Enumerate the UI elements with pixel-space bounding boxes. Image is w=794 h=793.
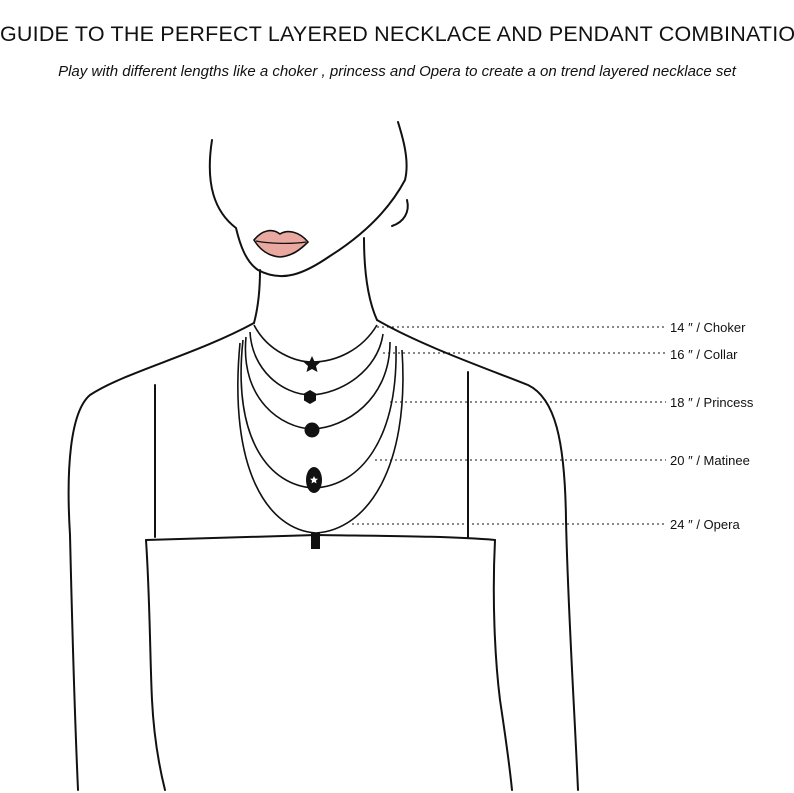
page-subtitle: Play with different lengths like a choke… (58, 63, 736, 80)
label-princess: 18 ″ / Princess (670, 395, 754, 410)
label-opera: 24 ″ / Opera (670, 517, 740, 532)
necklace-opera-chain (237, 342, 404, 534)
shoulder-right (376, 319, 579, 791)
star-pendant (303, 356, 321, 372)
ear-outline (391, 199, 409, 227)
lips (253, 229, 310, 258)
neck-right (363, 237, 378, 321)
shoulder-left (67, 322, 255, 791)
necklace-princess-chain (244, 336, 391, 430)
bar-pendant (311, 533, 320, 549)
body-left (145, 539, 166, 791)
face-outline (208, 121, 408, 278)
label-matinee: 20 ″ / Matinee (670, 453, 750, 468)
disc-pendant (304, 422, 320, 438)
label-collar: 16 ″ / Collar (670, 347, 738, 362)
label-choker: 14 ″ / Choker (670, 320, 746, 335)
necklace-choker-chain (253, 324, 378, 363)
dress-neckline (145, 534, 496, 541)
oval-pendant-star (310, 476, 318, 484)
neck-left (253, 269, 261, 324)
page-title: GUIDE TO THE PERFECT LAYERED NECKLACE AN… (0, 22, 794, 46)
hexagon-pendant (304, 390, 316, 404)
body-right (492, 539, 513, 791)
